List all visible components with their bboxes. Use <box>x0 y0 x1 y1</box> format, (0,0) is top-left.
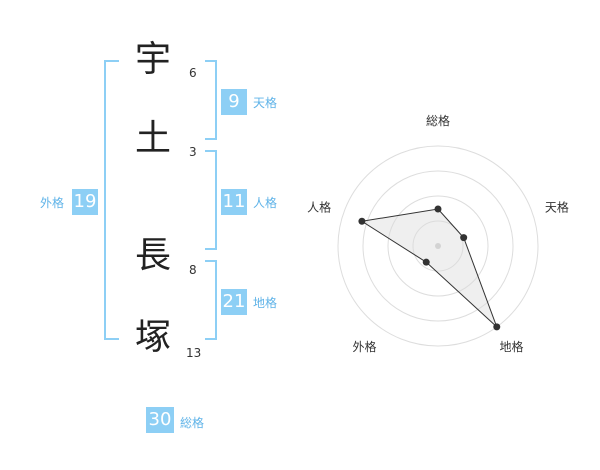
gaikaku-label: 外格 <box>40 196 65 210</box>
chikaku-value: 21 <box>221 289 247 315</box>
radar-axis-label-2: 天格 <box>545 199 569 214</box>
jinkaku-value: 11 <box>221 189 247 215</box>
tenkaku-bracket <box>205 60 217 140</box>
radar-ring-3 <box>362 170 514 322</box>
radar-point-5 <box>358 217 366 225</box>
tenkaku-label: 天格 <box>253 96 278 110</box>
radar-ring-1 <box>412 220 464 272</box>
tenkaku-value: 9 <box>221 89 247 115</box>
stroke-count-1: 6 <box>189 66 197 80</box>
jinkaku-label: 人格 <box>253 196 278 210</box>
chikaku-bracket <box>205 260 217 340</box>
jinkaku-bracket <box>205 150 217 250</box>
radar-point-2 <box>460 234 468 242</box>
radar-axis-label-3: 地格 <box>499 339 523 354</box>
gaikaku-value: 19 <box>72 189 98 215</box>
radar-point-1 <box>434 205 442 213</box>
stroke-count-4: 13 <box>186 346 202 360</box>
radar-center <box>435 243 441 249</box>
radar-point-3 <box>493 323 501 331</box>
soukaku-value: 30 <box>146 407 174 433</box>
radar-ring-2 <box>387 195 489 297</box>
name-char-1: 宇 <box>134 39 171 80</box>
stroke-count-3: 8 <box>189 263 197 277</box>
soukaku-label: 総格 <box>180 416 205 430</box>
radar-axis-label-4: 外格 <box>353 339 377 354</box>
stroke-count-2: 3 <box>189 145 197 159</box>
chikaku-label: 地格 <box>253 296 278 310</box>
name-char-3: 長 <box>134 235 171 276</box>
radar-axis-label-1: 総格 <box>426 113 450 128</box>
radar-ring-4 <box>337 145 539 347</box>
name-char-4: 塚 <box>134 317 171 358</box>
radar-area <box>360 208 498 328</box>
gaikaku-bracket <box>104 60 119 340</box>
radar-point-4 <box>422 258 430 266</box>
name-char-2: 土 <box>134 118 171 159</box>
radar-axis-label-5: 人格 <box>307 199 331 214</box>
